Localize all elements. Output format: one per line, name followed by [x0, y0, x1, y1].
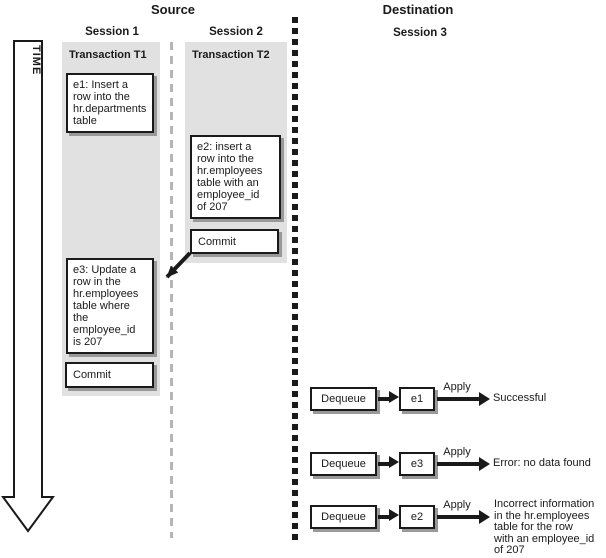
apply-label: Apply — [443, 499, 471, 511]
source-title: Source — [150, 2, 196, 17]
apply-result-text: Successful — [493, 392, 547, 404]
dequeue-arrow-shaft — [378, 397, 391, 401]
destination-title: Destination — [382, 2, 454, 17]
dequeue-box: Dequeue — [310, 452, 377, 476]
dequeue-arrow-shaft — [378, 515, 391, 519]
source-destination-divider-dotted-line — [292, 17, 298, 541]
event-label-box: e3 — [399, 452, 435, 476]
event-e2-box: e2: insert a row into the hr.employees t… — [190, 135, 281, 219]
apply-arrow-shaft — [437, 515, 480, 519]
dequeue-arrowhead — [389, 509, 399, 521]
session1-commit-box: Commit — [65, 362, 154, 388]
session2-header: Session 2 — [209, 26, 263, 38]
session2-commit-box: Commit — [190, 229, 279, 254]
event-e3-box: e3: Update a row in the hr.employees tab… — [66, 258, 154, 354]
apply-result-text: Incorrect information in the hr.employee… — [494, 498, 595, 556]
dequeue-box: Dequeue — [310, 505, 377, 529]
apply-label: Apply — [443, 446, 471, 458]
event-label-box: e1 — [399, 387, 435, 411]
apply-result-text: Error: no data found — [493, 457, 591, 469]
apply-arrowhead — [479, 510, 490, 524]
time-arrow — [1, 40, 55, 533]
session1-header: Session 1 — [85, 26, 139, 38]
dequeue-arrowhead — [389, 456, 399, 468]
event-label-box: e2 — [399, 505, 435, 529]
commit-to-e3-arrow — [165, 251, 192, 279]
time-axis-label: TIME — [30, 45, 42, 76]
dequeue-box: Dequeue — [310, 387, 377, 411]
transaction-t2-label: Transaction T2 — [192, 49, 270, 61]
transaction-t1-label: Transaction T1 — [69, 49, 147, 61]
apply-label: Apply — [443, 381, 471, 393]
event-e1-box: e1: Insert a row into the hr.departments… — [66, 73, 154, 133]
dequeue-arrowhead — [389, 391, 399, 403]
dequeue-arrow-shaft — [378, 462, 391, 466]
apply-arrow-shaft — [437, 462, 480, 466]
apply-arrow-shaft — [437, 397, 480, 401]
session3-header: Session 3 — [393, 27, 447, 39]
apply-arrowhead — [479, 457, 490, 471]
apply-arrowhead — [479, 392, 490, 406]
session-divider-dashed-line — [170, 42, 173, 538]
